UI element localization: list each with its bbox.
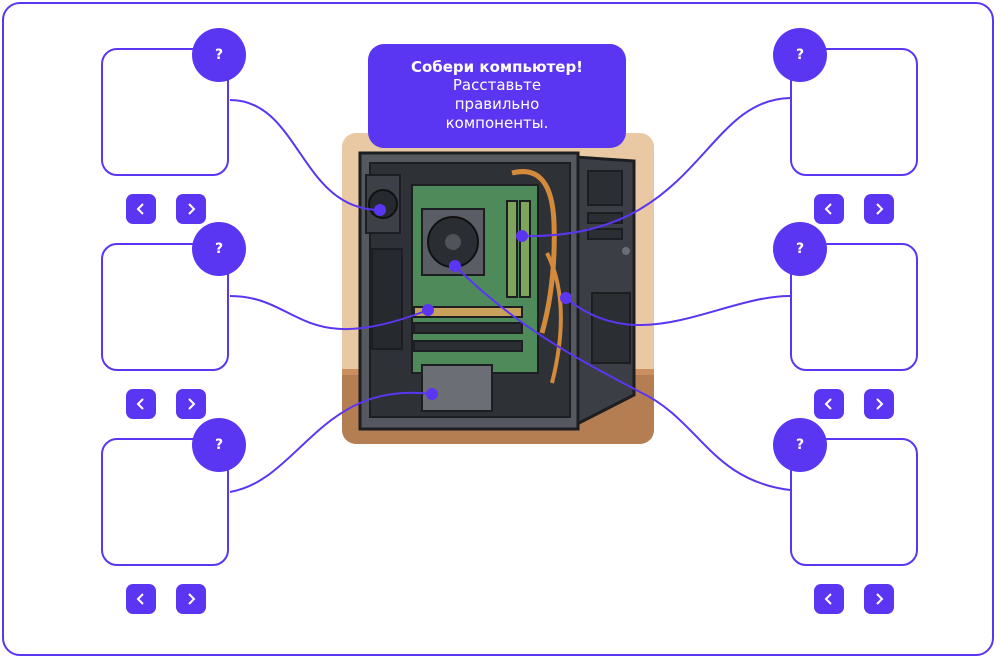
- pc-case-illustration: [342, 133, 654, 444]
- chevron-right-icon: [876, 593, 884, 605]
- slot-badge: ?: [192, 418, 246, 472]
- callout-text-line: Расставьте: [452, 76, 542, 94]
- callout-title: Собери компьютер!: [410, 58, 584, 76]
- chevron-left-icon: [136, 203, 144, 215]
- prev-button[interactable]: [814, 194, 844, 224]
- next-button[interactable]: [176, 584, 206, 614]
- chevron-left-icon: [824, 203, 832, 215]
- next-button[interactable]: [864, 389, 894, 419]
- next-button[interactable]: [864, 584, 894, 614]
- slot-badge: ?: [192, 28, 246, 82]
- next-button[interactable]: [864, 194, 894, 224]
- chevron-right-icon: [188, 593, 196, 605]
- instruction-callout: Собери компьютер! Расставьте правильно к…: [368, 44, 626, 148]
- prev-button[interactable]: [814, 389, 844, 419]
- chevron-left-icon: [824, 398, 832, 410]
- slot-badge: ?: [773, 28, 827, 82]
- chevron-right-icon: [876, 398, 884, 410]
- callout-text-line: правильно: [454, 95, 540, 113]
- prev-button[interactable]: [126, 194, 156, 224]
- chevron-left-icon: [136, 398, 144, 410]
- chevron-left-icon: [136, 593, 144, 605]
- prev-button[interactable]: [126, 584, 156, 614]
- next-button[interactable]: [176, 389, 206, 419]
- chevron-right-icon: [876, 203, 884, 215]
- callout-text-line: компоненты.: [445, 114, 549, 132]
- chevron-left-icon: [824, 593, 832, 605]
- chevron-right-icon: [188, 203, 196, 215]
- prev-button[interactable]: [126, 389, 156, 419]
- chevron-right-icon: [188, 398, 196, 410]
- drop-slot-right-3[interactable]: [790, 438, 918, 566]
- next-button[interactable]: [176, 194, 206, 224]
- slot-badge: ?: [192, 222, 246, 276]
- slot-badge: ?: [773, 418, 827, 472]
- slot-badge: ?: [773, 222, 827, 276]
- prev-button[interactable]: [814, 584, 844, 614]
